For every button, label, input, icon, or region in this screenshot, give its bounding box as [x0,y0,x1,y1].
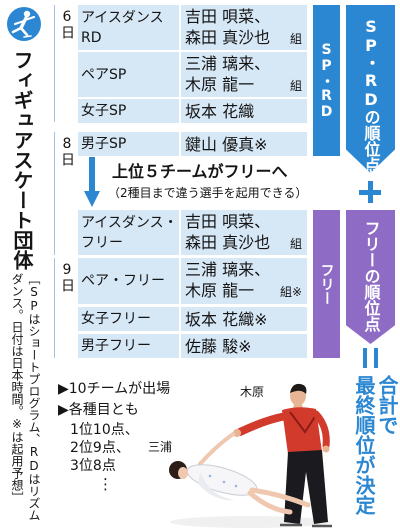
substitution-rule: （2種目まで違う選手を起用できる） [108,186,308,200]
table-row: アイスダンス・ フリー 吉田 唄菜、 森田 真沙也 組 [78,210,307,255]
free-band-label: フリー [318,263,335,305]
figure-skater-icon [6,6,42,42]
table-row: 女子SP 坂本 花織 [78,99,307,123]
event-label: 男子フリー [81,338,151,354]
teams-note: ▶10チームが出場 [58,381,171,397]
athlete-cell: 吉田 唄菜、 森田 真沙也 組 [181,210,307,255]
athlete-line: 木原 龍一 組 [185,74,302,97]
athlete-name: 木原 龍一 [185,74,255,94]
athlete-cell: 坂本 花織※ [181,307,307,331]
page-title: フィギュアスケート団体 [10,50,34,270]
athlete-name: 鍵山 優真※ [185,134,268,154]
free-points-arrow: フリーの順位点 [346,210,395,344]
event-cell: 男子フリー [78,334,179,358]
legend-note: ［SPはショートプログラム、RDはリズム ダンス。日付は日本時間。※は起用予想］ [8,273,42,521]
note-line-1: ［SPはショートプログラム、RDはリズム [27,273,41,521]
event-label: フリー [81,234,123,251]
event-label: 男子SP [81,136,127,152]
athlete-name: 木原 龍一 [185,281,255,300]
athlete-name: 森田 真沙也 [185,232,271,252]
athlete-line: 森田 真沙也 組 [185,232,302,255]
result-line-1: 合計で [375,375,399,435]
points-ellipsis: ⋮ [98,475,113,493]
free-band: フリー [313,210,340,358]
skater-label-male: 木原 [240,385,265,399]
pair-suffix: 組 [289,31,302,46]
result-line-2: 最終順位が決定 [352,375,376,515]
table-row: アイスダンス RD 吉田 唄菜、 森田 真沙也 組 [78,5,307,50]
athlete-cell: 坂本 花織 [181,99,307,123]
athlete-cell: 鍵山 優真※ [181,132,307,156]
sp-rd-points-label: SP・RDの順位点 [361,17,381,173]
table-row: 女子フリー 坂本 花織※ [78,307,307,331]
event-cell: アイスダンス RD [78,5,179,50]
plus-sign [359,181,381,203]
points-first: 1位10点、 [70,422,139,438]
event-cell: ペアSP [78,52,179,97]
athlete-cell: 佐藤 駿※ [181,334,307,358]
final-result-text: 合計で 最終順位が決定 [352,375,399,515]
pair-skaters-photo [169,383,332,528]
event-label: ペア・フリー [81,273,165,289]
points-second: 2位9点、 [70,440,130,456]
table-row: ペアSP 三浦 璃来、 木原 龍一 組 [78,52,307,97]
athlete-name: 吉田 唄菜、 [185,211,271,231]
pair-suffix: 組 [289,78,302,93]
athlete-cell: 三浦 璃来、 木原 龍一 組※ [181,258,307,304]
date-label-9: 9日 [59,262,75,292]
sp-rd-points-arrow: SP・RDの順位点 [346,5,395,173]
equals-sign [363,348,378,368]
event-cell: ペア・フリー [78,258,179,304]
free-points-label: フリーの順位点 [361,220,381,332]
down-arrow-icon [84,157,100,207]
points-third: 3位8点 [70,458,116,474]
date-label-8: 8日 [59,136,75,166]
athlete-line: 木原 龍一 組※ [185,280,302,303]
date-group-line [54,132,55,255]
sp-rd-band: SP・RD [313,5,340,156]
date-label-6: 6日 [59,9,75,39]
event-label: ペアSP [81,66,127,83]
event-label: アイスダンス [81,9,164,26]
athlete-name: 森田 真沙也 [185,27,271,47]
date-group-line [54,258,55,358]
event-cell: アイスダンス・ フリー [78,210,179,255]
points-intro: ▶各種目とも [58,402,139,418]
pair-suffix: 組 [289,236,302,251]
sp-rd-band-label: SP・RD [318,41,335,120]
table-row: ペア・フリー 三浦 璃来、 木原 龍一 組※ [78,258,307,304]
athlete-name: 三浦 璃来、 [185,260,271,279]
athlete-name: 佐藤 駿※ [185,336,252,356]
athlete-name: 三浦 璃来、 [185,53,271,73]
event-cell: 女子フリー [78,307,179,331]
event-label: RD [81,29,102,46]
athlete-cell: 吉田 唄菜、 森田 真沙也 組 [181,5,307,50]
advance-rule: 上位５チームがフリーへ [112,162,288,181]
athlete-name: 吉田 唄菜、 [185,6,271,26]
date-group-line [54,5,55,122]
skater-label-female: 三浦 [148,440,173,454]
event-label: アイスダンス・ [81,214,178,231]
athlete-name: 坂本 花織※ [185,309,268,329]
event-label: 女子SP [81,103,127,119]
athlete-name: 坂本 花織 [185,101,255,121]
pair-suffix: 組※ [279,285,302,299]
event-cell: 男子SP [78,132,179,156]
athlete-line: 森田 真沙也 組 [185,27,302,50]
athlete-cell: 三浦 璃来、 木原 龍一 組 [181,52,307,97]
event-label: 女子フリー [81,311,151,327]
table-row: 男子SP 鍵山 優真※ [78,132,307,156]
note-line-2: ダンス。日付は日本時間。※は起用予想］ [10,273,24,503]
event-cell: 女子SP [78,99,179,123]
table-row: 男子フリー 佐藤 駿※ [78,334,307,358]
